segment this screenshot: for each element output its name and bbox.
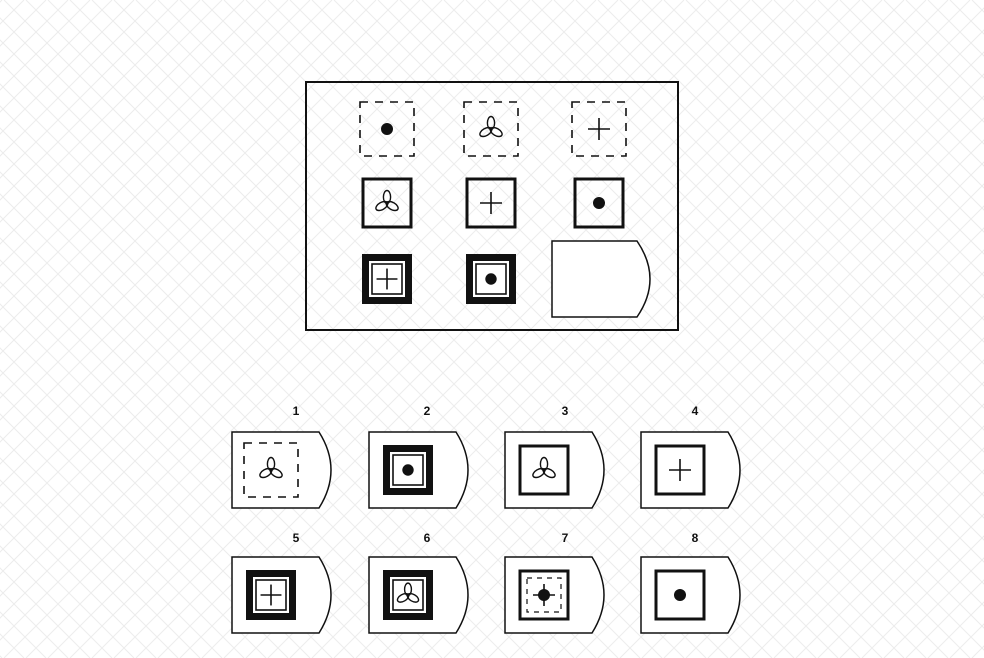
plus-symbol [588, 118, 610, 140]
square-frame [573, 177, 625, 229]
matrix-cell-1 [355, 97, 419, 161]
square-frame [654, 444, 706, 496]
dot-symbol [674, 589, 686, 601]
dot-symbol [381, 123, 393, 135]
matrix-cell-figure [573, 177, 625, 229]
option-number-8: 8 [691, 531, 699, 545]
answer-option-figure [368, 556, 469, 634]
dashed-frame [243, 442, 299, 498]
answer-option-5[interactable] [231, 556, 345, 636]
inner-dashed-frame [526, 577, 562, 613]
option-number-7: 7 [561, 531, 569, 545]
square-frame [465, 177, 517, 229]
option-card-outline [640, 556, 741, 634]
plus-symbol [376, 268, 398, 290]
dashed-frame [463, 101, 519, 157]
heavy-frame-inner [255, 579, 287, 611]
answer-option-figure [640, 431, 741, 509]
answer-option-4[interactable] [640, 431, 754, 511]
square-frame [518, 569, 570, 621]
matrix-cell-2 [459, 97, 523, 161]
plus-symbol [480, 192, 502, 214]
matrix-cell-8 [459, 247, 523, 311]
matrix-cell-figure [466, 254, 516, 304]
answer-option-figure [504, 556, 605, 634]
square-frame [361, 177, 413, 229]
dashed-frame [571, 101, 627, 157]
dot-symbol [538, 589, 550, 601]
matrix-cell-5 [459, 171, 523, 235]
square-frame [654, 569, 706, 621]
trefoil-symbol [259, 456, 283, 479]
trefoil-symbol [375, 189, 399, 212]
plus-symbol [669, 459, 691, 481]
puzzle-matrix [305, 81, 679, 331]
answer-option-figure [368, 431, 469, 509]
option-number-2: 2 [423, 404, 431, 418]
matrix-cell-figure [362, 254, 412, 304]
answer-slot-shape [551, 240, 651, 318]
matrix-cell-figure [465, 177, 517, 229]
option-number-4: 4 [691, 404, 699, 418]
answer-option-figure [504, 431, 605, 509]
matrix-cell-7 [355, 247, 419, 311]
heavy-frame-inner [371, 263, 403, 295]
answer-option-figure [231, 431, 332, 509]
missing-answer-slot [551, 240, 665, 318]
option-card-outline [504, 431, 605, 509]
matrix-cell-figure [359, 101, 415, 157]
option-number-3: 3 [561, 404, 569, 418]
answer-option-1[interactable] [231, 431, 345, 511]
matrix-cell-6 [567, 171, 631, 235]
plus-symbol [260, 584, 282, 606]
answer-option-7[interactable] [504, 556, 618, 636]
heavy-frame-inner [392, 454, 424, 486]
dot-symbol [593, 197, 605, 209]
answer-option-figure [231, 556, 332, 634]
trefoil-symbol [479, 115, 503, 138]
answer-option-figure [640, 556, 741, 634]
matrix-cell-4 [355, 171, 419, 235]
option-number-5: 5 [292, 531, 300, 545]
trefoil-symbol [396, 582, 420, 603]
matrix-cell-figure [361, 177, 413, 229]
answer-option-8[interactable] [640, 556, 754, 636]
option-number-6: 6 [423, 531, 431, 545]
dot-symbol [402, 464, 414, 476]
answer-option-6[interactable] [368, 556, 482, 636]
dashed-frame [359, 101, 415, 157]
heavy-frame-inner [392, 579, 424, 611]
matrix-cell-figure [463, 101, 519, 157]
heavy-frame-inner [475, 263, 507, 295]
square-frame [518, 444, 570, 496]
answer-option-3[interactable] [504, 431, 618, 511]
option-number-1: 1 [292, 404, 300, 418]
matrix-cell-3 [567, 97, 631, 161]
answer-option-2[interactable] [368, 431, 482, 511]
option-card-outline [231, 431, 332, 509]
dot-symbol [485, 273, 497, 285]
trefoil-symbol [532, 456, 556, 479]
matrix-cell-figure [571, 101, 627, 157]
